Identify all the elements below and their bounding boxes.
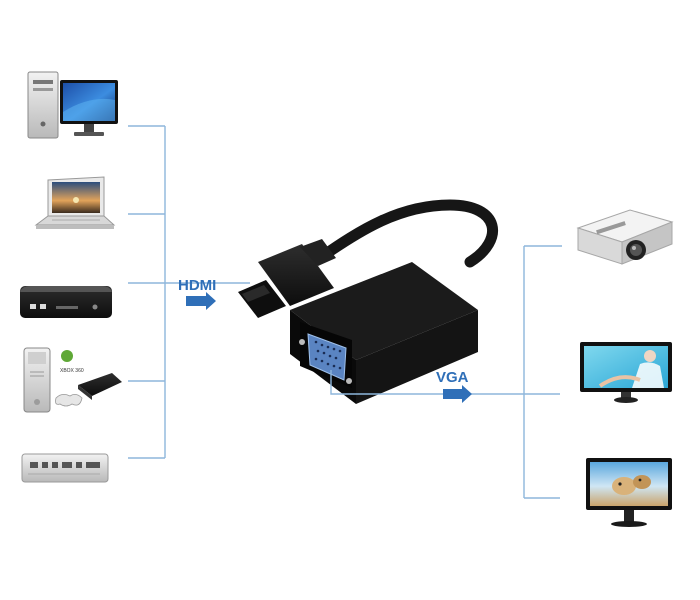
console-badge: XBOX 360 [60,368,84,374]
widescreen-monitor-icon [586,458,672,527]
desktop-computer-icon [27,71,118,139]
vga-label: VGA [436,369,469,386]
hdmi-plug [238,239,336,318]
mac-mini-icon [21,453,109,483]
hdmi-to-vga-adapter [238,199,499,404]
laptop-icon [34,176,116,229]
adapter-cable [314,199,499,268]
vga-port [299,322,352,388]
game-console-icon: XBOX 360 [23,347,122,413]
lcd-monitor-icon [580,342,672,403]
vga-arrow-icon [443,385,472,403]
hdmi-label: HDMI [178,277,216,294]
projector-icon [576,209,674,265]
hdmi-arrow-icon [186,292,216,310]
media-box-icon [20,286,112,318]
source-bracket [128,125,250,459]
